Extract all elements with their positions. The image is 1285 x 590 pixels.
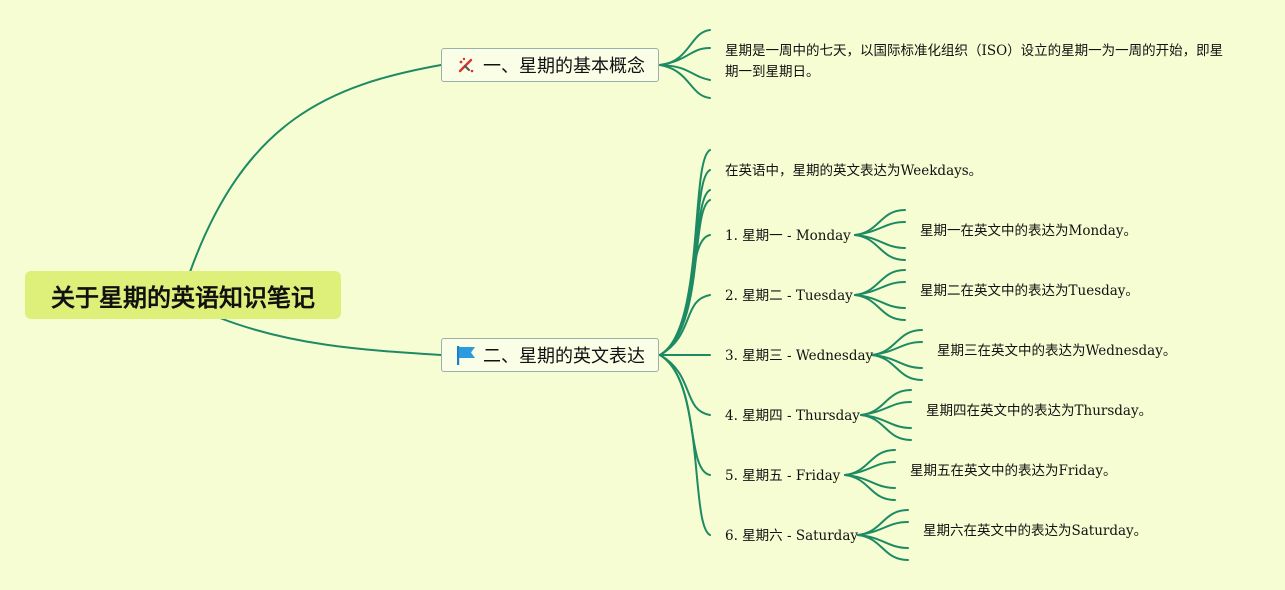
fan-saturday [857,509,909,561]
link-root-branch1 [189,64,442,273]
note-friday: 星期五在英文中的表达为Friday。 [910,463,1117,479]
weekdays-intro: 在英语中，星期的英文表达为Weekdays。 [725,163,983,179]
concept-note: 星期是一周中的七天，以国际标准化组织（ISO）设立的星期一为一周的开始，即星期一… [725,43,1224,80]
day-tuesday[interactable]: 2. 星期二 - Tuesday [725,288,853,304]
note-saturday: 星期六在英文中的表达为Saturday。 [923,523,1148,539]
day-saturday[interactable]: 6. 星期六 - Saturday [725,528,859,544]
note-thursday: 星期四在英文中的表达为Thursday。 [926,403,1153,419]
day-wednesday[interactable]: 3. 星期三 - Wednesday [725,348,874,364]
root-topic[interactable]: 关于星期的英语知识笔记 [25,271,341,319]
note-wednesday: 星期三在英文中的表达为Wednesday。 [937,343,1177,359]
branch-basic-concept[interactable]: 一、星期的基本概念 [441,48,659,82]
day-thursday[interactable]: 4. 星期四 - Thursday [725,408,860,424]
branch-english-expression[interactable]: 二、星期的英文表达 [441,338,659,372]
fan-friday [844,449,896,501]
root-title: 关于星期的英语知识笔记 [51,283,315,312]
link-b1-1 [659,29,711,66]
flag-icon [455,344,477,366]
fan-monday [854,209,906,261]
branch-label: 二、星期的英文表达 [483,346,645,367]
fan-tuesday [854,269,906,321]
fan-wednesday [871,329,923,381]
fan-thursday [860,389,912,441]
branch-label: 一、星期的基本概念 [483,56,645,77]
link-root-branch2 [219,317,442,356]
day-friday[interactable]: 5. 星期五 - Friday [725,468,841,484]
day-monday[interactable]: 1. 星期一 - Monday [725,228,851,244]
tools-icon [455,54,477,76]
note-tuesday: 星期二在英文中的表达为Tuesday。 [920,283,1139,299]
note-monday: 星期一在英文中的表达为Monday。 [920,223,1137,239]
